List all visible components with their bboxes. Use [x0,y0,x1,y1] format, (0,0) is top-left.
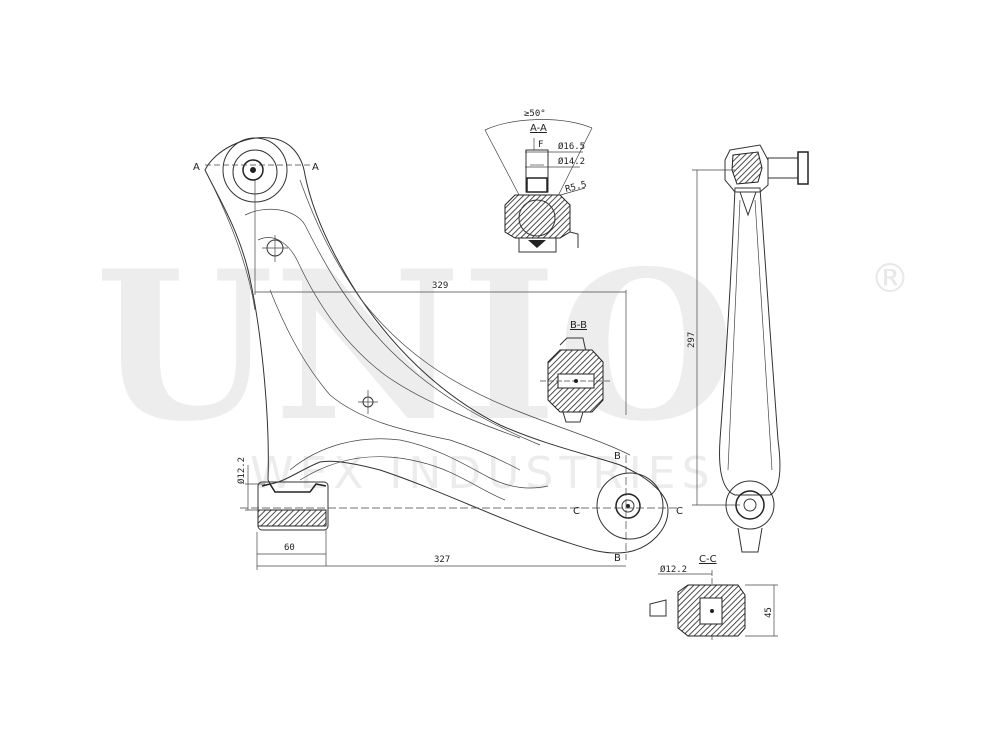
side-ball-stud [767,157,799,179]
front-bushing-ring [615,493,641,519]
side-arm-line-1 [727,199,741,471]
section-aa-radius: R5.5 [564,180,587,195]
section-cc-diameter: Ø12.2 [660,564,687,575]
section-bb-title: B-B [570,320,587,331]
dim-dia-label: Ø12.2 [236,457,247,484]
ball-joint-grease-mark [528,240,546,248]
front-bushing-center [626,504,630,508]
arm-flange-line-1 [244,209,541,446]
dim-327-label: 327 [434,555,450,565]
rear-bushing-rubber [257,509,327,527]
watermark-registered: ® [870,256,910,302]
side-bushing-tab [737,527,763,553]
rear-bushing-housing [257,481,329,531]
side-arm-body [719,187,781,496]
side-ball-neck [739,191,757,217]
ball-socket [518,199,556,237]
side-bushing-inner [743,498,757,512]
side-arm-line-2 [754,199,773,471]
section-cc-title: C-C [699,554,717,565]
side-ball-joint [724,144,769,193]
section-aa-d2: Ø14.2 [558,156,585,167]
side-dim-label: 297 [687,332,697,348]
watermark-tagline: WEX INDUSTRIES [250,448,716,499]
section-bb-view: B-B [540,320,612,423]
section-cc-height: 45 [764,607,774,618]
arm-flange-line-4 [289,438,549,489]
mark-a-left: A [193,162,200,173]
dim-329-label: 329 [432,281,448,291]
mark-c-left: C [573,506,580,517]
arm-outline [204,137,669,554]
mark-a-right: A [312,162,319,173]
section-aa-d1: Ø16.5 [558,141,585,152]
dim-60-label: 60 [284,543,295,553]
front-bushing-outer [596,472,664,540]
watermark: UNIO ® WEX INDUSTRIES [95,227,910,499]
mark-c-right: C [676,506,683,517]
ball-stud-nut [526,177,548,193]
section-cc-center [710,609,714,613]
arm-flange-line-2 [257,237,521,439]
watermark-brand: UNIO [95,227,736,467]
side-ball-nut [797,151,809,185]
section-bb-center [574,379,578,383]
section-aa-angle-arc [484,119,593,131]
arm-flange-line-5 [299,456,506,501]
ball-joint-clip [569,231,579,248]
rear-bushing-sleeve [261,483,327,493]
ball-stud [525,149,549,193]
section-cc-view: C-C Ø12.2 45 [649,554,778,640]
section-aa-f-mark: F [538,140,543,150]
section-aa-title: A-A [530,123,547,134]
section-bb-bottom-lug [562,411,584,423]
side-ball-joint-section [731,151,763,185]
section-cc-stub [649,599,667,617]
section-bb-top-lug [559,337,587,353]
section-aa-angle: ≥50° [524,109,546,119]
side-view: 297 [687,144,809,553]
mark-b-top: B [614,451,621,462]
arm-flange-line-3 [269,289,521,471]
main-view: A A B B C C 329 327 [193,137,683,570]
ball-joint-center [250,167,256,173]
front-bushing-inner [621,499,635,513]
arm-edge-line [209,179,256,311]
ball-joint-housing-section [504,194,571,239]
arm-top-edge [299,179,631,456]
ball-joint-base [518,238,557,253]
mark-b-bottom: B [614,553,621,564]
ball-joint-core [242,159,264,181]
